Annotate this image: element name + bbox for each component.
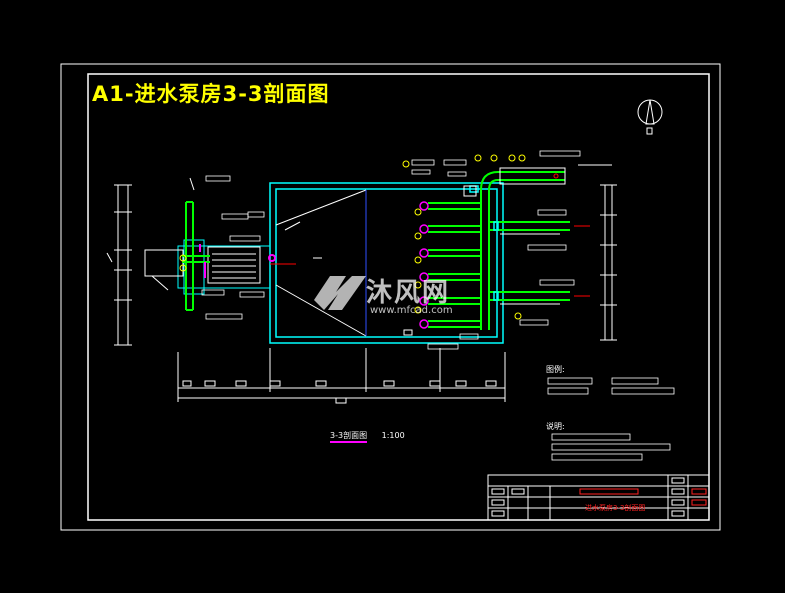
pump-chamber — [269, 182, 504, 344]
left-riser-pipe — [182, 201, 210, 311]
inlet-hopper — [275, 189, 367, 337]
watermark-text: 沐风网 — [366, 278, 451, 308]
inlet-pipe — [144, 249, 184, 291]
section-caption: 3-3剖面图 1:100 — [330, 430, 405, 443]
pump-row-4 — [428, 273, 481, 281]
discharge-manifold — [480, 171, 565, 330]
pump-row-3 — [428, 249, 481, 257]
legend-stubs — [547, 377, 675, 395]
title-block — [487, 474, 710, 521]
notes-heading: 说明: — [546, 422, 565, 431]
watermark-logo-icon — [314, 276, 366, 310]
drawing-title: A1-进水泵房3-3剖面图 — [92, 82, 330, 106]
annotation-stubs — [201, 150, 581, 350]
notes-stubs — [551, 433, 671, 461]
bottom-dimension-lines — [177, 348, 506, 404]
left-dimension-lines — [106, 184, 132, 346]
pump-row-1 — [428, 202, 481, 210]
title-block-red-boxes — [579, 488, 707, 506]
inlet-structure — [177, 239, 271, 295]
outlet-pipe-top — [499, 167, 566, 185]
left-valves — [199, 244, 276, 278]
section-caption-scale: 1:100 — [381, 431, 405, 440]
outlet-markers — [553, 173, 590, 297]
callout-bubbles — [179, 154, 526, 320]
title-block-drawing-name: 进水泵房3-3剖面图 — [585, 504, 646, 512]
outer-frame — [60, 63, 721, 531]
inner-frame — [87, 73, 710, 521]
outlet-pipe-2 — [489, 291, 570, 305]
pump-row-6 — [428, 320, 481, 328]
pump-row-2 — [428, 225, 481, 233]
legend-heading: 图例: — [546, 365, 565, 374]
screen-unit — [207, 246, 261, 284]
right-dimension-lines — [578, 164, 617, 341]
pump-row-5 — [428, 297, 481, 305]
outlet-pipe-1 — [489, 221, 570, 235]
north-arrow-icon — [637, 99, 663, 135]
watermark-url: www.mfcad.com — [370, 305, 453, 316]
small-markers — [189, 177, 477, 336]
pump-motors — [419, 201, 429, 329]
section-caption-label: 3-3剖面图 — [330, 431, 368, 443]
